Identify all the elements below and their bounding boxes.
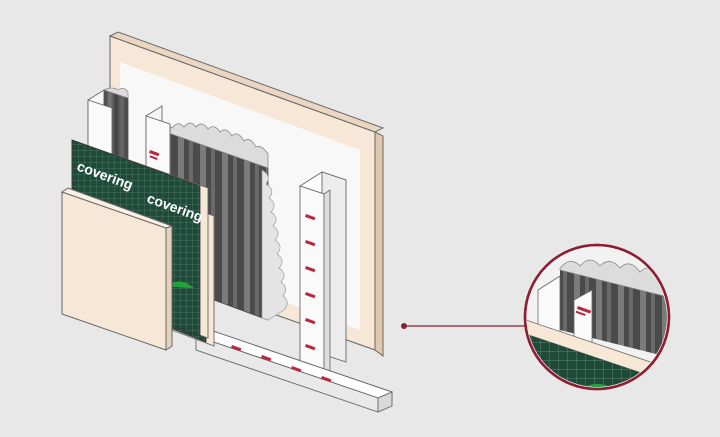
zoom-print-mark	[575, 306, 592, 316]
stud-label-mark	[148, 150, 160, 160]
zoom-detail-circle	[523, 243, 671, 391]
front-gypsum-board	[60, 187, 174, 351]
stud-print-marks	[304, 214, 316, 351]
metal-stud-right	[298, 171, 348, 377]
dot-icon	[401, 323, 407, 329]
track-print-marks	[230, 345, 332, 383]
zoom-callout	[401, 323, 527, 329]
leaf-icon	[168, 281, 194, 288]
